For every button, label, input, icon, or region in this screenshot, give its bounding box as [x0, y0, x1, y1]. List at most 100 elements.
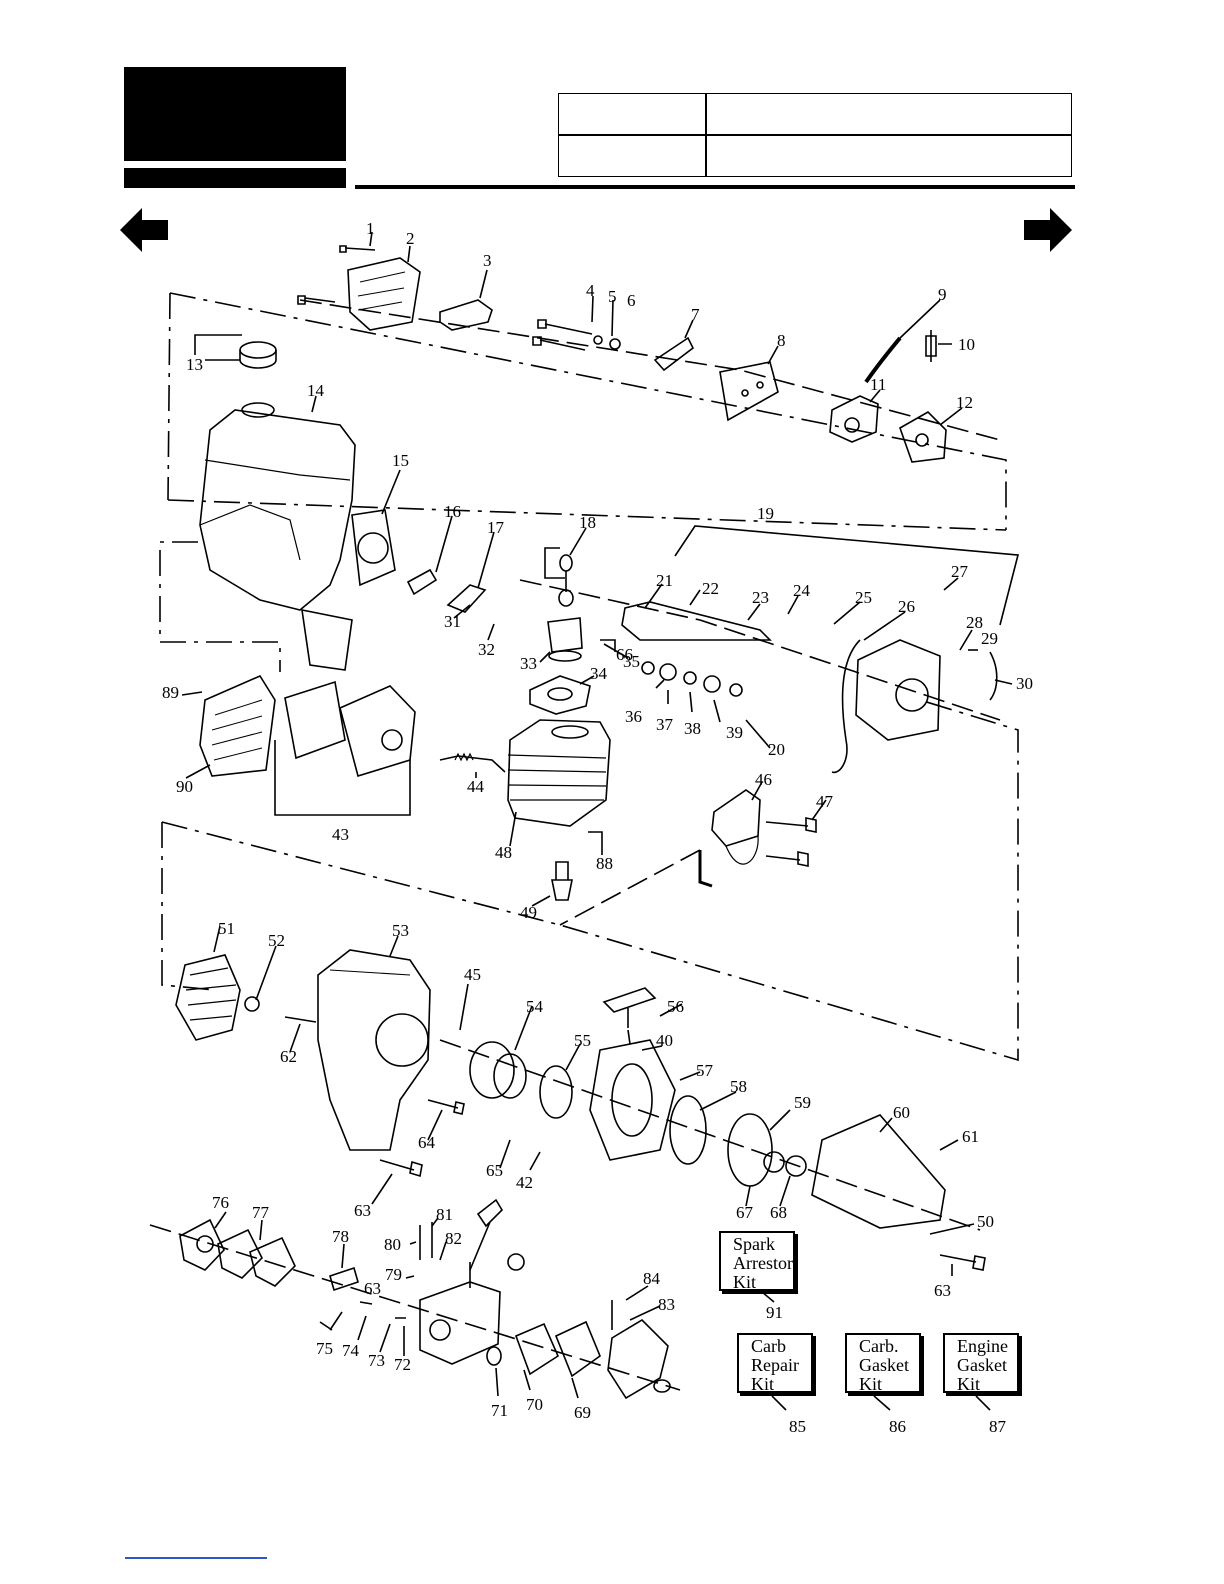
part-bolt-63a [379, 1159, 423, 1178]
part-pin-62 [284, 1016, 317, 1023]
part-muffler-cover-90 [199, 674, 276, 777]
callout-69: 69 [574, 1403, 591, 1422]
callout-2: 2 [406, 229, 415, 248]
frame-line-clutch [439, 1039, 981, 1231]
part-clutch-drum-60 [811, 1114, 946, 1229]
callout-18: 18 [579, 513, 596, 532]
callout-72: 72 [394, 1355, 411, 1374]
callout-25: 25 [855, 588, 872, 607]
callout-14: 14 [307, 381, 325, 400]
callout-26: 26 [898, 597, 915, 616]
part-washer-5 [593, 335, 603, 345]
callout-31: 31 [444, 612, 461, 631]
part-housing-14 [199, 409, 356, 611]
part-wire-26 [831, 639, 861, 774]
callout-79: 79 [385, 1265, 402, 1284]
callout-44: 44 [467, 777, 485, 796]
part-starter-housing-57 [589, 1039, 676, 1161]
part-spring-44 [439, 755, 506, 773]
callout-62: 62 [280, 1047, 297, 1066]
header-rule [355, 185, 1075, 189]
part-screw-1b [297, 295, 336, 305]
callout-46: 46 [755, 770, 772, 789]
callout-11: 11 [870, 375, 886, 394]
callout-77: 77 [252, 1203, 270, 1222]
header-logo-bar [124, 168, 346, 188]
leader-87 [975, 1395, 991, 1411]
callout-82: 82 [445, 1229, 462, 1248]
callout-56: 56 [667, 997, 684, 1016]
callout-43: 43 [332, 825, 349, 844]
callout-78: 78 [332, 1227, 349, 1246]
callout-76: 76 [212, 1193, 229, 1212]
part-fuel-cap-13 [239, 341, 277, 359]
callout-53: 53 [392, 921, 409, 940]
part-pulley-54 [469, 1041, 515, 1099]
callout-83: 83 [658, 1295, 675, 1314]
callout-39: 39 [726, 723, 743, 742]
callout-57: 57 [696, 1061, 714, 1080]
callout-64: 64 [418, 1133, 436, 1152]
part-starter-55 [539, 1065, 573, 1119]
part-bracket-7 [653, 336, 695, 372]
callout-40: 40 [656, 1031, 673, 1050]
callout-38: 38 [684, 719, 701, 738]
kit-ref-87: 87 [989, 1417, 1006, 1436]
frame-line-carb [149, 1224, 681, 1391]
callout-89: 89 [162, 683, 179, 702]
frame-line-mid [167, 499, 1007, 531]
frame-line-top [169, 292, 1007, 530]
part-gasket-15 [351, 509, 396, 587]
part-clutch-59 [727, 1113, 773, 1187]
arrow-left-icon[interactable] [120, 206, 170, 254]
callout-6: 6 [627, 291, 636, 310]
callout-68: 68 [770, 1203, 787, 1222]
callout-37: 37 [656, 715, 674, 734]
part-bolt-64 [427, 1099, 465, 1115]
part-screw-4b [532, 336, 586, 351]
part-disc-58 [669, 1095, 707, 1165]
frame-line-crank [519, 579, 1001, 721]
part-starter-handle-56 [602, 987, 657, 1028]
callout-67: 67 [736, 1203, 754, 1222]
callout-35: 35 [623, 652, 640, 671]
callout-60: 60 [893, 1103, 910, 1122]
callout-7: 7 [691, 305, 700, 324]
callout-21: 21 [656, 571, 673, 590]
bracket-18 [674, 525, 1020, 626]
part-throttle-arm [469, 1198, 504, 1271]
arrow-right-icon[interactable] [1022, 206, 1072, 254]
callout-84: 84 [643, 1269, 661, 1288]
callout-19: 19 [757, 504, 774, 523]
callout-23: 23 [752, 588, 769, 607]
callout-48: 48 [495, 843, 512, 862]
callout-10: 10 [958, 335, 975, 354]
kit-ref-86: 86 [889, 1417, 906, 1436]
leader-86 [873, 1395, 891, 1411]
footer-link[interactable] [125, 1557, 267, 1559]
callout-13: 13 [186, 355, 203, 374]
callout-74: 74 [342, 1341, 360, 1360]
bracket-35 [600, 639, 616, 652]
part-cover-83 [607, 1318, 669, 1400]
callout-4: 4 [586, 281, 595, 300]
part-baffle-17 [446, 584, 487, 613]
callout-90: 90 [176, 777, 193, 796]
callout-32: 32 [478, 640, 495, 659]
part-air-filter-43 [284, 680, 346, 760]
callout-75: 75 [316, 1339, 333, 1358]
callout-33: 33 [520, 654, 537, 673]
callout-36: 36 [625, 707, 642, 726]
callout-51: 51 [218, 919, 235, 938]
callout-61: 61 [962, 1127, 979, 1146]
part-piston [547, 617, 583, 653]
callout-63: 63 [934, 1281, 951, 1300]
callout-50: 50 [977, 1212, 994, 1231]
header-info-table [558, 93, 1072, 177]
callout-59: 59 [794, 1093, 811, 1112]
